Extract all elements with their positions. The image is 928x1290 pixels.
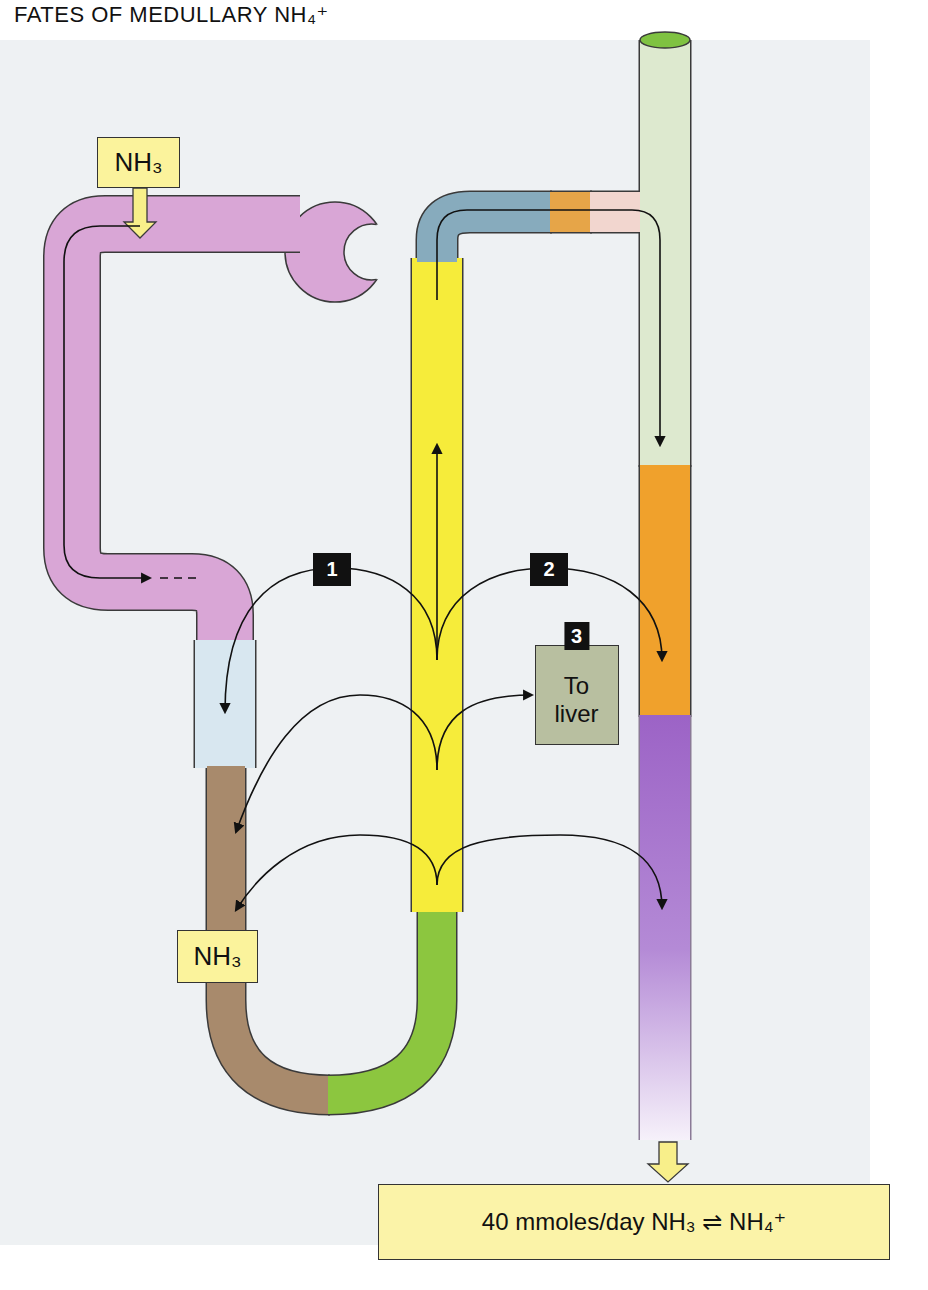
excretion-arrow <box>648 1142 688 1182</box>
node-label: 40 mmoles/day NH₃ ⇌ NH₄⁺ <box>482 1208 786 1236</box>
proximal-tubule <box>72 224 300 642</box>
recycling-path <box>225 568 437 712</box>
node-label: 1 <box>326 558 337 581</box>
figure-title: FATES OF MEDULLARY NH₄⁺ <box>14 2 329 28</box>
callout-number: 1 <box>313 553 351 586</box>
tubule-outline <box>72 224 300 642</box>
substance-box: NH₃ <box>177 930 258 983</box>
entry-arrow <box>124 188 156 238</box>
outer-medullary-collecting-duct <box>640 465 690 717</box>
callout-number: 2 <box>530 553 568 586</box>
tubule-outline <box>328 908 437 1095</box>
capsule-opening <box>344 224 400 280</box>
tubule-outline <box>411 258 464 912</box>
node-label: NH₃ <box>114 148 162 178</box>
duct-opening <box>640 32 690 48</box>
capsule-inner-wall <box>344 224 377 280</box>
callout-number: 3 <box>564 622 589 650</box>
distal-flow <box>437 210 660 445</box>
secretion-path <box>437 835 662 908</box>
liver-path <box>437 695 532 770</box>
tubule-outline <box>639 465 692 717</box>
ascending-flow <box>436 445 438 660</box>
inner-medullary-collecting-duct <box>640 715 690 1140</box>
tubular-flow <box>64 226 150 578</box>
node-label: 2 <box>543 558 554 581</box>
recycling-path <box>236 835 437 910</box>
tubule-outline <box>437 212 552 262</box>
tubule-outline <box>639 40 692 467</box>
page-ground <box>0 40 870 1245</box>
excretion-box: 40 mmoles/day NH₃ ⇌ NH₄⁺ <box>378 1184 890 1260</box>
tubule-outline <box>590 191 642 234</box>
distal-segment <box>590 192 642 232</box>
substance-box: NH₃ <box>97 137 180 188</box>
tubular-flow <box>160 577 198 579</box>
thick-ascending-limb <box>412 258 462 912</box>
cortical-thick-limb <box>437 212 552 262</box>
tubule-outline <box>550 191 592 234</box>
tubule-outline <box>639 715 692 1140</box>
cortical-collecting-duct <box>640 40 690 467</box>
recycling-path <box>236 695 437 832</box>
node-label: To liver <box>542 672 612 727</box>
node-label: NH₃ <box>193 942 241 972</box>
destination-box: 3To liver <box>535 645 619 745</box>
macula-segment <box>550 192 592 232</box>
thin-ascending-limb <box>328 908 437 1095</box>
